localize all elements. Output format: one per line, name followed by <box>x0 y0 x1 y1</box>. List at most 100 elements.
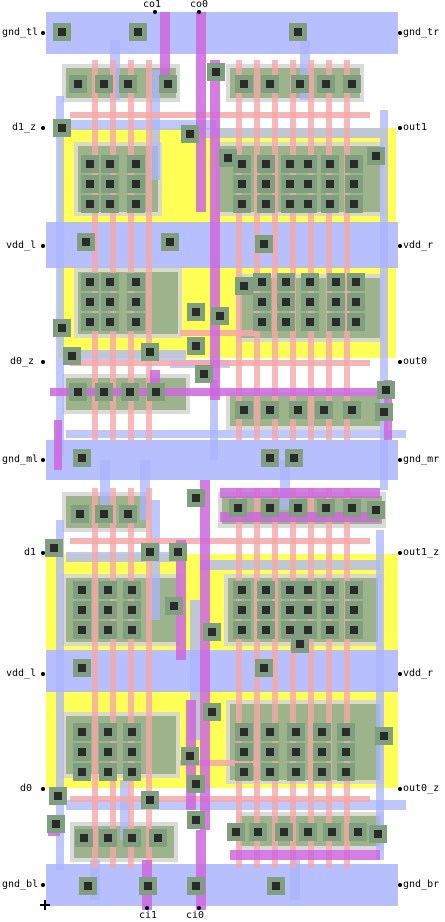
contact-via <box>304 180 312 188</box>
pin-right-gnd-br: gnd_br <box>403 879 440 890</box>
contact-via <box>106 160 114 168</box>
contact-via <box>238 626 246 634</box>
contact-via <box>326 586 334 594</box>
pin-right-gnd-mr: gnd_mr <box>403 454 440 465</box>
contact-via <box>286 586 294 594</box>
poly-gate <box>326 60 332 440</box>
contact-via <box>170 602 178 610</box>
contact-via <box>294 504 302 512</box>
pin-right-out0: out0 <box>403 356 428 367</box>
contact-via <box>132 318 140 326</box>
pin-dot <box>197 906 201 910</box>
metal1-wire <box>100 460 110 510</box>
contact-via <box>144 882 152 890</box>
pin-left-gnd-ml: gnd_ml <box>2 454 39 465</box>
pin-bottom-ci1: ci1 <box>139 910 158 921</box>
contact-via <box>322 80 330 88</box>
poly-gate <box>344 488 350 868</box>
contact-via <box>104 728 112 736</box>
pin-left-d1: d1 <box>24 547 37 558</box>
contact-via <box>124 510 132 518</box>
contact-via <box>152 388 160 396</box>
pin-right-out1-z: out1_z <box>403 547 440 558</box>
contact-via <box>260 664 268 672</box>
pin-bottom-ci0: ci0 <box>186 910 205 921</box>
poly-gate <box>290 60 296 440</box>
contact-via <box>240 728 248 736</box>
poly-gate <box>128 60 134 440</box>
pin-dot <box>398 551 402 555</box>
poly-strap <box>70 796 370 802</box>
contact-via <box>192 882 200 890</box>
contact-via <box>318 748 326 756</box>
contact-via <box>342 768 350 776</box>
contact-via <box>106 318 114 326</box>
contact-via <box>286 180 294 188</box>
contact-via <box>132 200 140 208</box>
contact-via <box>78 728 86 736</box>
contact-via <box>68 352 76 360</box>
metal1-wire <box>66 350 186 360</box>
pin-dot <box>398 672 402 676</box>
metal1-wire <box>120 780 130 840</box>
poly-gate <box>326 488 332 868</box>
contact-via <box>124 80 132 88</box>
metal2-wire <box>196 12 206 212</box>
contact-via <box>272 882 280 890</box>
contact-via <box>326 180 334 188</box>
poly-gate <box>110 488 116 868</box>
contact-via <box>128 728 136 736</box>
contact-via <box>296 80 304 88</box>
contact-via <box>192 494 200 502</box>
contact-via <box>292 748 300 756</box>
metal1-wire <box>66 552 186 562</box>
contact-via <box>350 200 358 208</box>
pin-dot <box>398 244 402 248</box>
contact-via <box>186 130 194 138</box>
contact-via <box>320 406 328 414</box>
pin-left-gnd-tl: gnd_tl <box>2 27 39 38</box>
contact-via <box>232 828 240 836</box>
pin-right-vdd-r-1: vdd_r <box>403 240 434 251</box>
contact-via <box>78 748 86 756</box>
contact-via <box>328 828 336 836</box>
poly-gate <box>146 488 152 868</box>
contact-via <box>224 154 232 162</box>
contact-via <box>192 780 200 788</box>
contact-via <box>128 626 136 634</box>
contact-via <box>372 152 380 160</box>
contact-via <box>332 318 340 326</box>
metal1-wire <box>290 860 300 900</box>
contact-via <box>100 510 108 518</box>
contact-via <box>286 160 294 168</box>
contact-via <box>282 318 290 326</box>
contact-via <box>304 160 312 168</box>
contact-via <box>348 406 356 414</box>
pin-dot <box>41 126 45 130</box>
contact-via <box>86 298 94 306</box>
pin-right-vdd-r-2: vdd_r <box>403 668 434 679</box>
pin-dot <box>398 883 402 887</box>
contact-via <box>146 348 154 356</box>
contact-via <box>76 510 84 518</box>
contact-via <box>372 506 380 514</box>
contact-via <box>104 748 112 756</box>
poly-strap <box>70 538 370 544</box>
pin-right-out0-z: out0_z <box>403 783 440 794</box>
metal2-wire <box>230 850 380 860</box>
pin-dot <box>398 360 402 364</box>
contact-via <box>238 200 246 208</box>
pin-right-out1: out1 <box>403 122 428 133</box>
metal1-wire <box>376 530 384 860</box>
contact-via <box>80 834 88 842</box>
contact-via <box>262 586 270 594</box>
contact-via <box>50 544 58 552</box>
contact-via <box>192 342 200 350</box>
metal1-wire <box>56 96 64 456</box>
metal2-wire <box>196 830 206 910</box>
metal1-wire <box>66 120 216 130</box>
contact-via <box>132 180 140 188</box>
contact-via <box>78 454 86 462</box>
contact-via <box>164 80 172 88</box>
contact-via <box>106 180 114 188</box>
